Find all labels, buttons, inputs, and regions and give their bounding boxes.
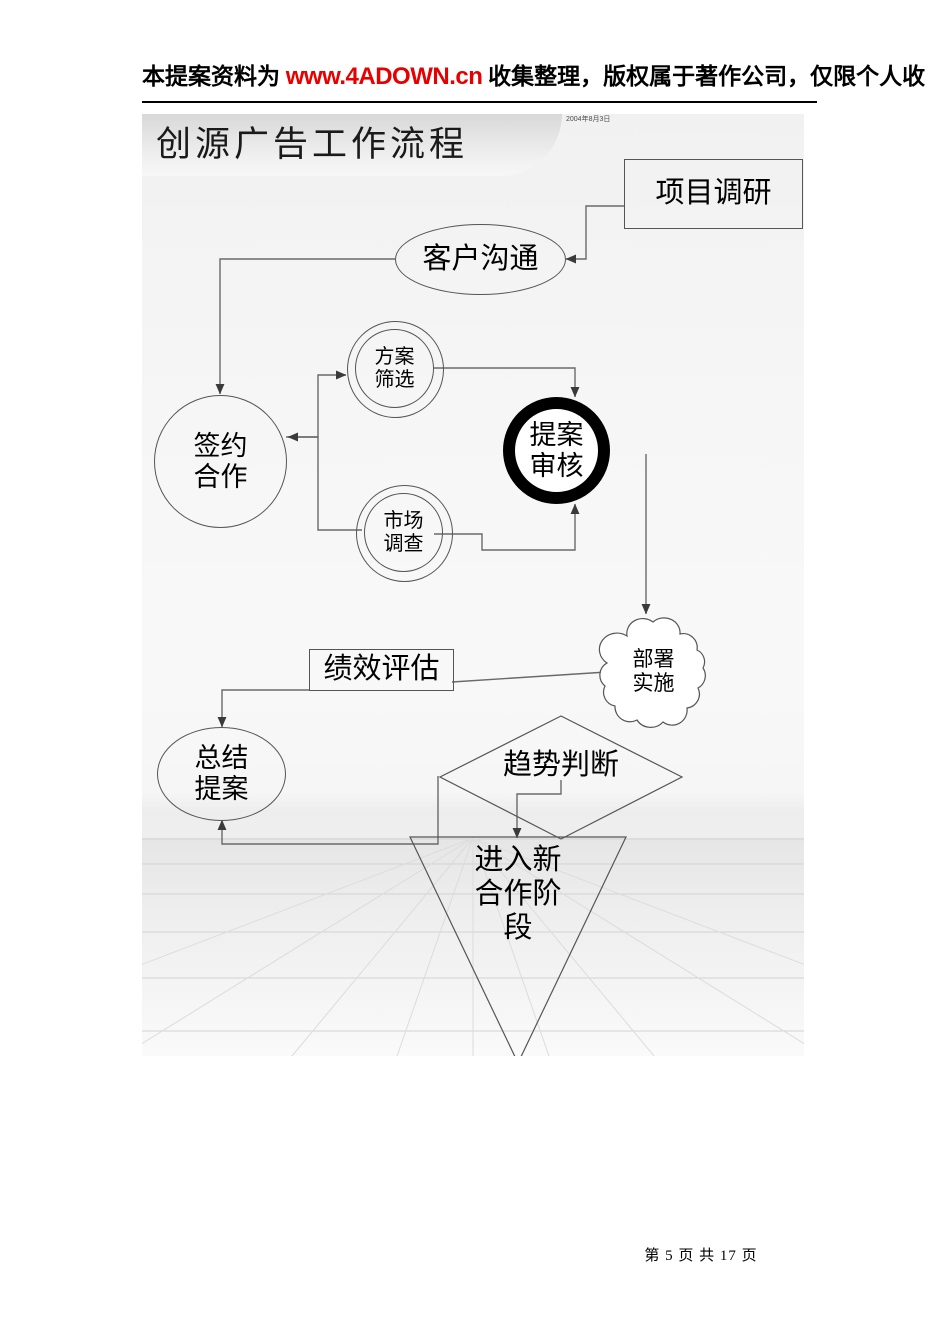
diamond-shape-icon	[438, 715, 684, 840]
node-project-research[interactable]: 项目调研	[624, 159, 803, 229]
page-number: 第 5 页 共 17 页	[644, 1248, 758, 1264]
node-performance-eval[interactable]: 绩效评估	[309, 649, 454, 691]
node-market-survey-outer-ring	[356, 485, 453, 582]
header-watermark-text: 本提案资料为 www.4ADOWN.cn 收集整理，版权属于著作公司，仅限个人收	[142, 64, 925, 90]
node-plan-selection[interactable]: 方案 筛选	[347, 321, 444, 418]
node-proposal-review[interactable]: 提案 审核	[503, 397, 610, 504]
node-client-communication[interactable]: 客户沟通	[395, 224, 566, 295]
header-url: www.4ADOWN.cn	[285, 63, 483, 90]
flow-connectors	[215, 205, 651, 845]
node-summary-proposal[interactable]: 总结 提案	[157, 727, 286, 821]
node-summary-proposal-label: 总结 提案	[194, 743, 249, 804]
node-proposal-review-label: 提案 审核	[529, 419, 584, 481]
node-plan-selection-label: 方案 筛选	[374, 345, 415, 391]
node-new-cooperation-label: 进入新 合作阶 段	[474, 844, 562, 945]
node-market-survey[interactable]: 市场 调查	[356, 485, 453, 582]
node-plan-selection-outer-ring	[347, 321, 444, 418]
slide-date: 2004年8月3日	[566, 116, 611, 123]
node-project-research-label: 项目调研	[655, 177, 772, 210]
slide-title-banner	[142, 114, 562, 176]
header-suffix: 收集整理，版权属于著作公司，仅限个人收	[482, 64, 926, 89]
node-new-cooperation[interactable]: 进入新 合作阶 段	[408, 835, 628, 1056]
node-performance-eval-label: 绩效评估	[323, 653, 440, 686]
node-sign-contract[interactable]: 签约 合作	[154, 395, 287, 528]
cloud-shape-icon	[598, 617, 706, 728]
node-trend-judgement[interactable]: 趋势判断	[438, 714, 684, 842]
node-market-survey-label: 市场 调查	[383, 509, 424, 555]
node-deployment[interactable]: 部署 实施	[597, 610, 710, 734]
slide-title: 创源广告工作流程	[156, 125, 469, 164]
document-header: 本提案资料为 www.4ADOWN.cn 收集整理，版权属于著作公司，仅限个人收	[0, 0, 950, 104]
inverted-triangle-shape-icon	[409, 836, 627, 1056]
header-divider	[142, 101, 817, 103]
floor-grid-decoration	[142, 837, 804, 1056]
node-client-communication-label: 客户沟通	[422, 242, 539, 275]
node-trend-judgement-label: 趋势判断	[502, 749, 619, 781]
node-sign-contract-label: 签约 合作	[193, 430, 248, 492]
node-deployment-label: 部署 实施	[632, 647, 675, 695]
header-prefix: 本提案资料为	[142, 64, 286, 89]
page-footer: 第 5 页 共 17 页	[0, 1244, 950, 1265]
slide-canvas: 创源广告工作流程 2004年8月3日	[142, 114, 804, 1056]
